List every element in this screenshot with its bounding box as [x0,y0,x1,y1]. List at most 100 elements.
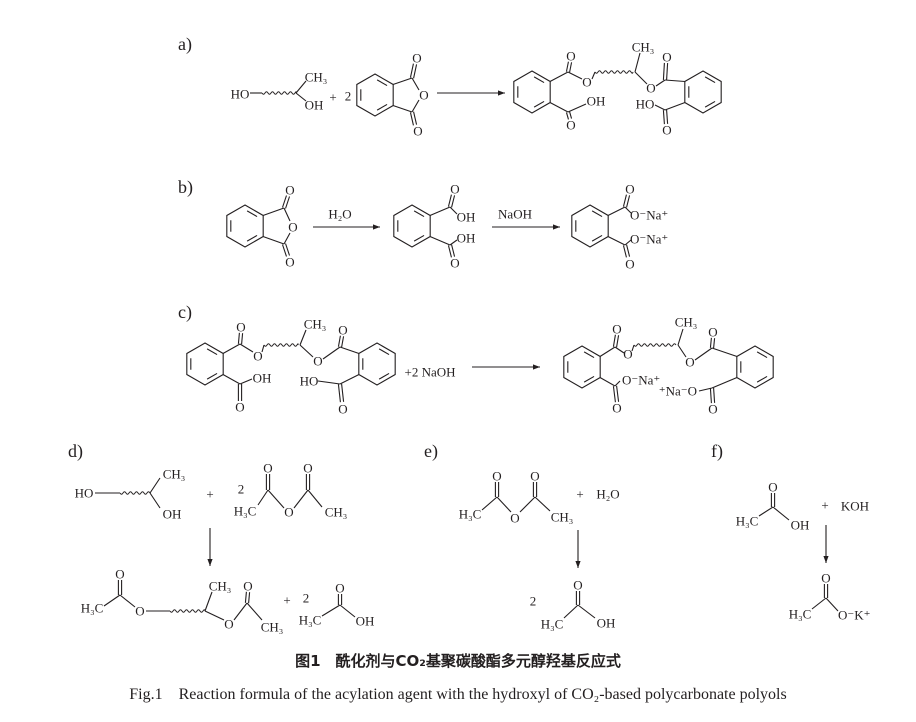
bond [204,610,225,621]
bond [655,79,666,87]
aromatic-double-bond [376,103,388,111]
atom-label: O [253,349,262,364]
atom-label: O [510,511,519,526]
atom-label: O [413,124,422,139]
atom-label: O [662,123,671,138]
bond [811,597,827,610]
atom-label: O [284,505,293,520]
double-bond [713,338,716,349]
atom-label: O [492,469,501,484]
double-bond [569,111,573,119]
double-bond [337,384,341,403]
atom-label: OH [597,616,616,631]
aromatic-double-bond [756,351,768,359]
bond [519,496,536,513]
atom-label: O [115,567,124,582]
aromatic-double-bond [583,351,595,359]
bond [307,489,323,508]
double-bond [248,592,251,604]
atom-label: CH₃ [163,467,186,482]
bond [222,374,241,385]
atom-label: O⁻Na⁺ [622,373,660,388]
atom-label: 2 [303,591,310,606]
double-bond [612,386,616,403]
bond [449,206,458,215]
bond [239,343,254,353]
atom-label: O [768,480,777,495]
atom-label: 2 [238,482,245,497]
atom-label: O [335,581,344,596]
bond [149,492,161,509]
atom-label: OH [305,98,324,113]
double-bond [447,194,452,207]
aromatic-double-bond [206,348,218,356]
bond [339,374,360,385]
atom-label: H₃C [299,613,322,628]
double-bond [709,337,712,348]
atom-label: O [285,255,294,270]
atom-label: O [419,88,428,103]
panel-label-f: f) [711,441,723,462]
atom-label: OH [457,231,476,246]
atom-label: H₃C [736,514,759,529]
double-bond [341,383,345,402]
bond [677,344,687,358]
panel-label-e: e) [424,441,438,462]
bond [758,506,774,517]
bond [262,207,285,217]
aromatic-double-bond [591,210,603,218]
atom-label: O [450,256,459,271]
aromatic-double-bond [376,79,388,87]
atom-label: O [612,401,621,416]
atom-label: O [303,461,312,476]
aromatic-double-bond [206,372,218,380]
bond [317,380,341,385]
bond [825,597,839,612]
bond [149,477,161,494]
arrow-head-icon [575,561,581,568]
bond [449,239,458,246]
atom-label: + [283,593,290,608]
atom-label: CH₃ [632,40,655,55]
atom-label: O [243,579,252,594]
bond [411,77,420,91]
bond [239,378,253,385]
bond [664,79,686,83]
atom-label: O [236,320,245,335]
double-bond [565,112,569,120]
aromatic-double-bond [413,234,425,242]
atom-label: O [623,347,632,362]
bond [567,71,583,80]
atom-label: O⁻Na⁺ [630,208,668,223]
atom-label: HO [636,97,655,112]
bond [261,344,265,353]
aromatic-double-bond [704,100,716,108]
double-bond [622,194,627,207]
bond [694,347,713,361]
bond [549,71,569,82]
benzene-ring [356,73,394,117]
atom-label: HO [300,374,319,389]
aromatic-double-bond [756,375,768,383]
double-bond [413,64,418,79]
atom-label: O [625,257,634,272]
double-bond [666,63,669,81]
bond [411,99,420,113]
atom-label: O [582,75,591,90]
atom-label: H₂O [596,487,619,502]
double-bond [713,387,716,403]
atom-label: O [338,402,347,417]
atom-label: H₃C [789,607,812,622]
bond [607,206,626,216]
atom-label: HO [231,87,250,102]
atom-label: O [263,461,272,476]
atom-label: CH₃ [325,505,348,520]
double-bond [622,245,627,258]
atom-label: O [313,354,322,369]
atom-label: 2 [530,594,537,609]
bond [577,604,596,619]
bond [246,602,263,621]
atom-label: NaOH [498,207,532,222]
atom-label: O [288,220,297,235]
benzene-ring [513,70,551,114]
